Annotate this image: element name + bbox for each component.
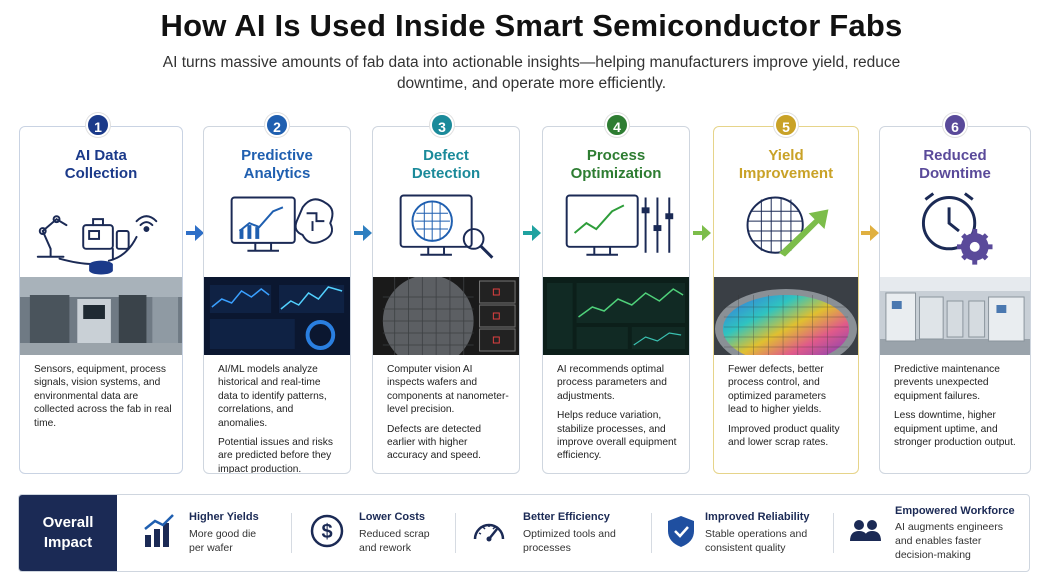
step-description: Computer vision AI inspects wafers and c… <box>387 364 509 462</box>
step-title: Process Optimization <box>570 147 662 182</box>
bar-chart-icon <box>144 514 174 547</box>
benefit-improved-reliability: Improved Reliability Stable operations a… <box>663 495 843 571</box>
wafer-inspection-icon <box>399 194 494 259</box>
step-title: Defect Detection <box>411 147 481 182</box>
benefit-title: Improved Reliability <box>705 511 810 523</box>
step-card-yield-improvement: Yield Improvement Fewer defects, better … <box>713 126 859 474</box>
analytics-brain-icon <box>230 196 334 252</box>
step-number-badge: 2 <box>265 113 289 137</box>
arrow-right-icon <box>186 225 204 241</box>
step-title: Predictive Analytics <box>241 147 313 182</box>
overall-impact-bar: Overall Impact Higher Yields More good d… <box>18 494 1030 572</box>
divider <box>651 513 652 553</box>
step-card-reduced-downtime: Reduced Downtime Predictive maintenance … <box>879 126 1031 474</box>
divider <box>833 513 834 553</box>
benefit-description: AI augments engineers and enables faster… <box>895 521 1003 561</box>
benefit-title: Empowered Workforce <box>895 505 1015 517</box>
people-icon <box>850 520 881 541</box>
step-description: Predictive maintenance prevents unexpect… <box>894 364 1016 449</box>
page-subtitle: AI turns massive amounts of fab data int… <box>162 54 901 92</box>
dollar-icon: $ <box>310 514 344 548</box>
optimization-monitor-icon <box>565 194 674 256</box>
benefit-title: Higher Yields <box>189 511 259 523</box>
benefit-description: Stable operations and consistent quality <box>705 528 808 554</box>
step-number-badge: 4 <box>605 113 629 137</box>
fab-equipment-photo <box>20 277 182 355</box>
step-title: Yield Improvement <box>738 147 834 182</box>
benefit-description: Optimized tools and processes <box>523 528 616 554</box>
svg-text:$: $ <box>321 521 332 543</box>
step-description: Fewer defects, better process control, a… <box>728 364 840 449</box>
benefit-empowered-workforce: Empowered Workforce AI augments engineer… <box>845 495 1029 571</box>
benefit-better-efficiency: Better Efficiency Optimized tools and pr… <box>469 495 659 571</box>
analytics-dashboard-photo <box>204 277 350 355</box>
process-dashboard-photo <box>543 277 689 355</box>
step-number-badge: 5 <box>774 113 798 137</box>
step-title: AI Data Collection <box>64 147 138 182</box>
divider <box>291 513 292 553</box>
shield-icon <box>668 516 694 547</box>
step-number-badge: 6 <box>943 113 967 137</box>
step-number-badge: 1 <box>86 113 110 137</box>
step-card-data-collection: AI Data Collection Sensors, equipment, p… <box>19 126 183 474</box>
wafer-photo <box>714 277 858 355</box>
benefit-higher-yields: Higher Yields More good die per wafer <box>137 495 297 571</box>
step-title: Reduced Downtime <box>919 147 991 182</box>
robot-arm-icon <box>36 215 158 275</box>
benefit-title: Better Efficiency <box>523 511 610 523</box>
arrow-right-icon <box>354 225 372 241</box>
step-card-predictive-analytics: Predictive Analytics AI/ML models analyz… <box>203 126 351 474</box>
step-description: AI recommends optimal process parameters… <box>557 364 677 462</box>
step-description: Sensors, equipment, process signals, vis… <box>34 364 172 429</box>
arrow-right-icon <box>861 225 879 241</box>
step-description: AI/ML models analyze historical and real… <box>218 364 333 474</box>
step-card-defect-detection: Defect Detection Computer vision AI insp… <box>372 126 520 474</box>
wafer-growth-icon <box>746 196 829 257</box>
benefit-description: Reduced scrap and rework <box>359 528 430 554</box>
benefit-lower-costs: $ Lower Costs Reduced scrap and rework <box>305 495 465 571</box>
benefit-description: More good die per wafer <box>189 528 257 554</box>
arrow-right-icon <box>693 225 711 241</box>
page-title: How AI Is Used Inside Smart Semiconducto… <box>160 8 903 43</box>
overall-impact-heading: Overall Impact <box>19 495 117 571</box>
gauge-icon <box>473 523 505 542</box>
clock-gear-icon <box>921 192 993 265</box>
divider <box>455 513 456 553</box>
step-number-badge: 3 <box>430 113 454 137</box>
fab-cleanroom-photo <box>880 277 1030 355</box>
benefit-title: Lower Costs <box>359 511 426 523</box>
wafer-defect-photo <box>373 277 519 355</box>
step-card-process-optimization: Process Optimization AI recommends optim… <box>542 126 690 474</box>
arrow-right-icon <box>523 225 541 241</box>
